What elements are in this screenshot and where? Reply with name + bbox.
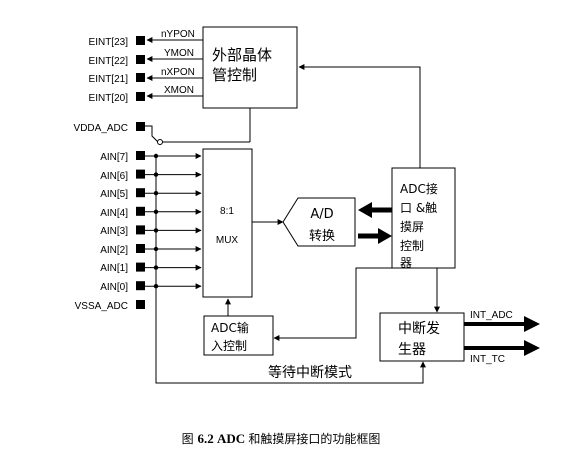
- pin-label-eint21: EINT[21]: [89, 74, 129, 85]
- interrupt-label-line: 中断发: [398, 321, 440, 337]
- adc-label-line: 转换: [309, 229, 335, 244]
- pin-label-ain5: AIN[5]: [100, 189, 128, 200]
- pin-square: [136, 188, 145, 198]
- ad-converter-block: A/D 转换: [282, 197, 356, 247]
- pin-label-ain1: AIN[1]: [100, 263, 128, 274]
- pin-label-eint23: EINT[23]: [89, 37, 129, 48]
- pin-label-ain2: AIN[2]: [100, 245, 128, 256]
- pin-label-ain4: AIN[4]: [100, 208, 128, 219]
- interface-label-line: ADC接: [400, 181, 438, 196]
- block-label-line: 管控制: [212, 66, 257, 84]
- eint-pins: EINT[23] EINT[22] EINT[21] EINT[20] nYPO…: [89, 29, 203, 104]
- figure-caption: 图 6.2 ADC 和触摸屏接口的功能框图: [182, 431, 381, 446]
- pin-label-ain6: AIN[6]: [100, 171, 128, 182]
- pin-label-vdda: VDDA_ADC: [74, 123, 128, 134]
- adc-input-control-block: ADC输 入控制: [203, 315, 274, 356]
- vdda-switch-node: [157, 139, 163, 145]
- adc-interface-touch-controller-block: ADC接 口 &触 摸屏 控制 器: [391, 167, 456, 270]
- signal-label-ymon: YMON: [164, 48, 194, 59]
- output-label-int-tc: INT_TC: [470, 354, 505, 365]
- pin-square: [136, 122, 145, 131]
- signal-label-nxpon: nXPON: [161, 67, 195, 78]
- ain-pins: AIN[7] AIN[6] AIN[5] AIN[4] AIN[3] AIN[2…: [100, 152, 128, 293]
- pin-square: [136, 36, 145, 45]
- interface-label-line: 摸屏: [400, 220, 424, 234]
- pin-square: [136, 92, 145, 101]
- interface-to-input-ctrl-line: [273, 267, 392, 341]
- pin-square: [136, 300, 145, 309]
- junction-dot: [153, 153, 159, 159]
- junction-dot: [153, 172, 159, 177]
- pin-square: [136, 281, 145, 291]
- interface-label-line: 控制: [400, 239, 424, 253]
- interrupt-outputs: INT_ADC INT_TC: [464, 310, 540, 365]
- input-ctrl-label-line: ADC输: [211, 320, 249, 335]
- mux-label-name: MUX: [216, 235, 239, 246]
- vdda-pin: VDDA_ADC: [74, 108, 251, 145]
- mux-label-ratio: 8:1: [220, 206, 234, 217]
- caption-prefix: 图: [182, 432, 198, 446]
- junction-dot: [153, 209, 159, 214]
- mux-block: 8:1 MUX: [202, 148, 253, 298]
- wait-mode-label: 等待中断模式: [268, 364, 352, 381]
- junction-dot: [153, 191, 159, 196]
- pin-square: [136, 244, 145, 253]
- junction-dot: [153, 246, 159, 252]
- pin-label-ain0: AIN[0]: [100, 282, 128, 293]
- interface-label-line: 口 &触: [400, 201, 437, 215]
- pin-square: [136, 151, 145, 160]
- input-ctrl-label-line: 入控制: [211, 339, 247, 353]
- pin-label-eint22: EINT[22]: [89, 56, 129, 67]
- pin-square: [136, 169, 145, 179]
- pin-label-ain7: AIN[7]: [100, 152, 128, 163]
- external-crystal-control-block: 外部晶体 管控制: [202, 26, 298, 109]
- interrupt-generator-block: 中断发 生器: [379, 312, 465, 362]
- interrupt-label-line: 生器: [398, 342, 426, 358]
- interface-to-crystal-line: [298, 64, 421, 168]
- pin-square: [136, 262, 145, 272]
- block-label-line: 外部晶体: [212, 46, 272, 64]
- junction-dot: [153, 284, 159, 289]
- junction-dot: [153, 228, 159, 233]
- junction-dot: [153, 265, 159, 270]
- pin-square: [136, 73, 145, 82]
- pin-square: [136, 206, 145, 216]
- pin-label-eint20: EINT[20]: [89, 93, 129, 104]
- caption-number: 6.2: [197, 431, 213, 446]
- pin-square: [136, 225, 145, 235]
- signal-label-xmon: XMON: [164, 85, 194, 96]
- vdda-switch-line: [145, 125, 159, 143]
- pin-label-vssa: VSSA_ADC: [75, 301, 128, 312]
- pin-square: [136, 55, 145, 64]
- caption-middle: ADC: [214, 431, 249, 446]
- interface-label-line: 器: [400, 256, 412, 270]
- output-label-int-adc: INT_ADC: [470, 310, 513, 321]
- signal-label-nypon: nYPON: [161, 29, 195, 40]
- caption-rest: 和触摸屏接口的功能框图: [248, 431, 380, 446]
- thick-data-arrows: [358, 202, 392, 244]
- vssa-pin: VSSA_ADC: [75, 300, 145, 312]
- adc-label-line: A/D: [310, 207, 333, 222]
- pin-label-ain3: AIN[3]: [100, 226, 128, 237]
